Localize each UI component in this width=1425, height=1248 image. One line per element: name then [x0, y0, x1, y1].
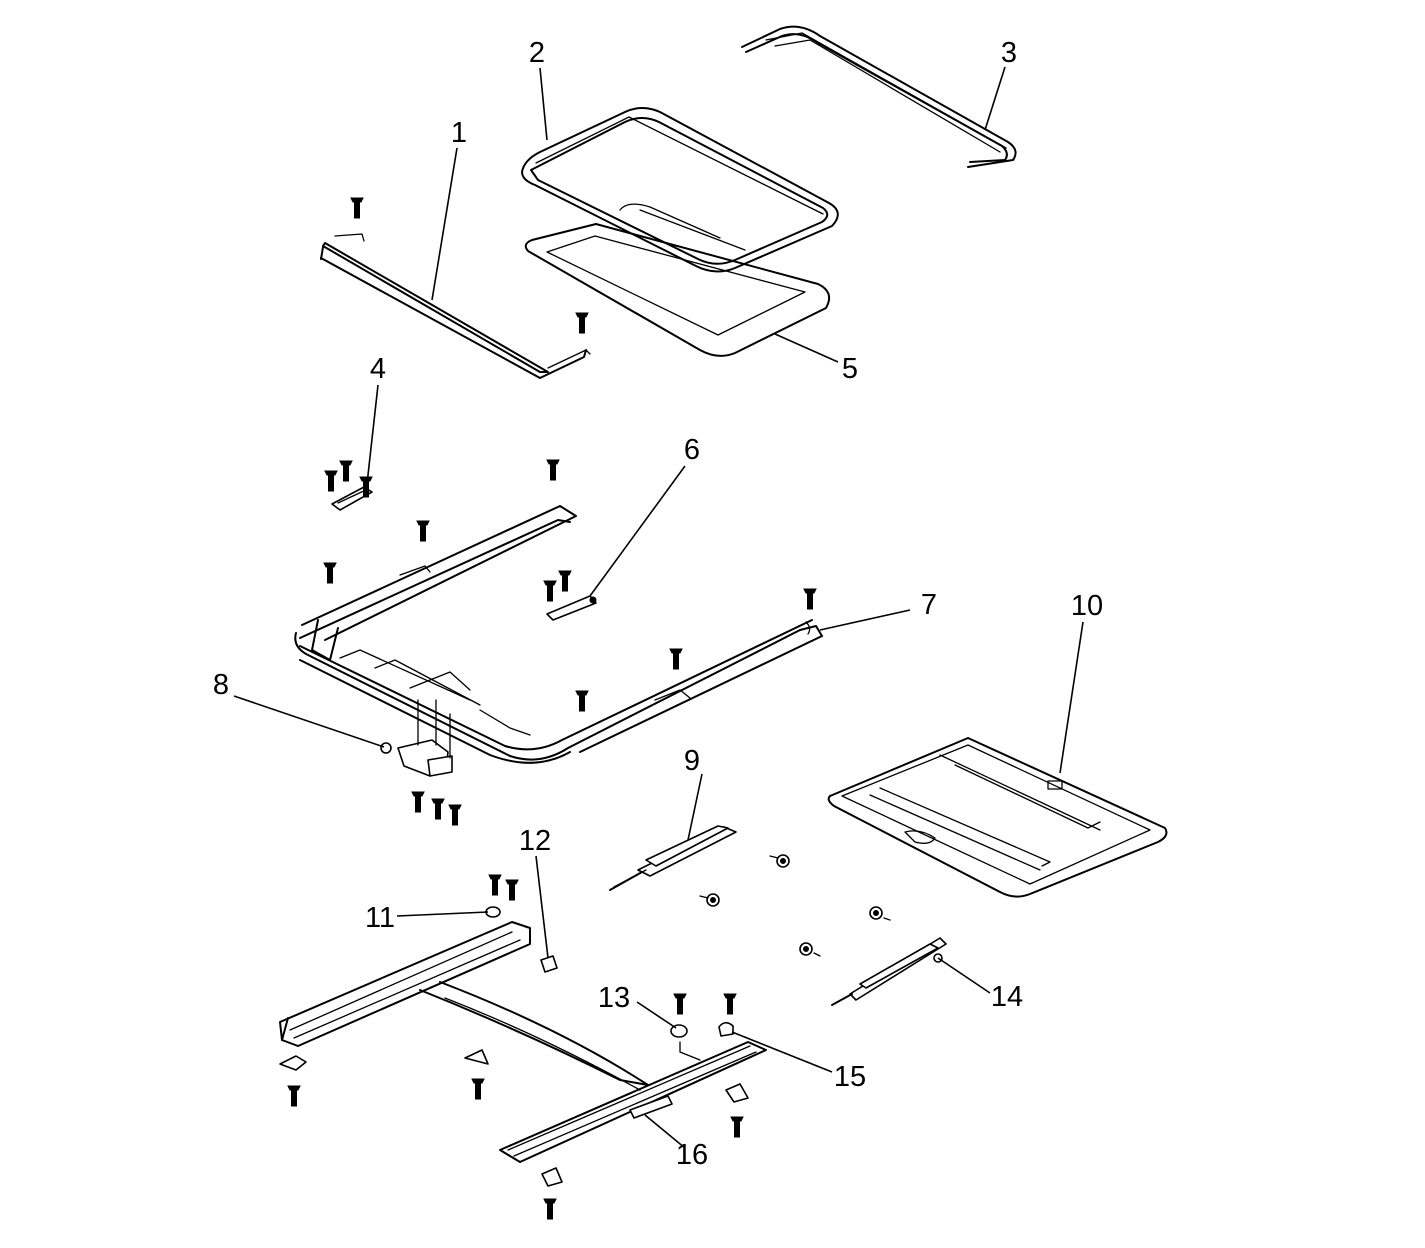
- callout-3: 3: [1001, 37, 1017, 69]
- part-housing-pan: [827, 737, 1168, 898]
- part-sunshade: [524, 223, 831, 357]
- callout-6: 6: [684, 434, 700, 466]
- part-drive-motor: [380, 699, 462, 826]
- callout-13: 13: [598, 982, 630, 1014]
- part-glass-panel: [521, 107, 839, 273]
- callout-12: 12: [519, 825, 551, 857]
- callout-10: 10: [1071, 590, 1103, 622]
- part-bracket-middle: [543, 570, 597, 621]
- part-rear-seal: [741, 25, 1017, 168]
- part-cable-right: [831, 937, 947, 1006]
- callout-1: 1: [451, 117, 467, 149]
- part-lower-frame: [279, 921, 767, 1163]
- part-cable-left: [609, 825, 737, 891]
- part-front-deflector-strip: [320, 197, 591, 379]
- part-rail-fasteners: [279, 993, 749, 1220]
- callout-16: 16: [676, 1139, 708, 1171]
- callout-15: 15: [834, 1061, 866, 1093]
- part-sunroof-frame: [294, 459, 823, 764]
- callout-4: 4: [370, 353, 386, 385]
- callout-11: 11: [365, 902, 395, 934]
- callout-labels: 1 2 3 4 5 6 7 8 9 10 11 12 13 14 15 16: [213, 37, 1103, 1171]
- loose-fasteners: [699, 854, 891, 957]
- part-left-rail-fasteners: [485, 874, 558, 973]
- callout-7: 7: [921, 589, 937, 621]
- callout-9: 9: [684, 745, 700, 777]
- callout-5: 5: [842, 353, 858, 385]
- part-bracket-upper-left: [324, 460, 373, 511]
- callout-2: 2: [529, 37, 545, 69]
- callout-8: 8: [213, 669, 229, 701]
- leader-lines: [233, 66, 1084, 1149]
- callout-14: 14: [991, 981, 1023, 1013]
